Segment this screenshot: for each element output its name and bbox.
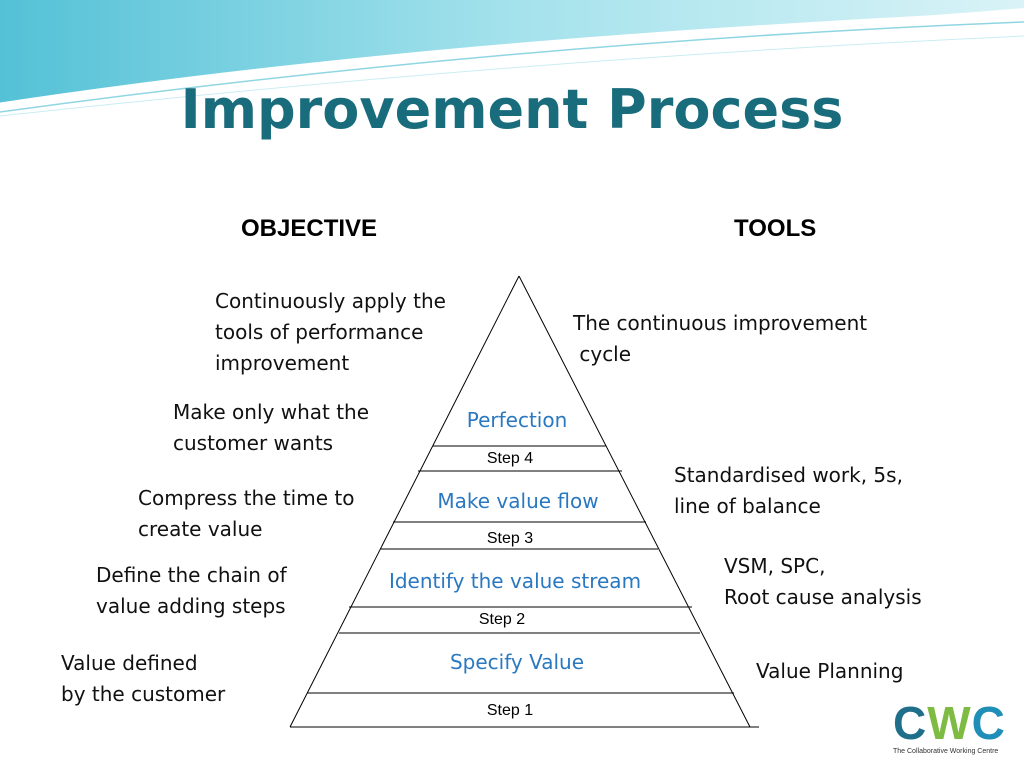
stage-specify-value: Specify Value	[449, 650, 585, 674]
tool-line: Value Planning	[756, 659, 904, 683]
tool-line: line of balance	[674, 494, 821, 518]
logo-mark: CWC	[893, 697, 1006, 749]
objective-line: Make only what the	[173, 400, 370, 424]
objective-line: Continuously apply the	[215, 289, 446, 313]
tool-standardised-work: Standardised work, 5s, line of balance	[674, 460, 903, 522]
objective-line: Define the chain of	[96, 563, 287, 587]
logo-subtitle: The Collaborative Working Centre	[893, 748, 999, 755]
objective-step-1: Value defined by the customer	[61, 648, 225, 710]
tool-line: Standardised work, 5s,	[674, 463, 903, 487]
tool-line: cycle	[573, 342, 632, 366]
tool-value-planning: Value Planning	[756, 656, 903, 687]
step-3-label: Step 3	[486, 530, 534, 547]
tool-line: Root cause analysis	[724, 585, 922, 609]
tool-line: The continuous improvement	[573, 311, 868, 335]
tools-column-header: TOOLS	[734, 215, 817, 242]
stage-perfection: Perfection	[466, 408, 568, 432]
objective-line: value adding steps	[96, 594, 286, 618]
objective-line: improvement	[215, 351, 350, 375]
step-1-label: Step 1	[486, 702, 534, 719]
page-title: Improvement Process	[180, 78, 844, 141]
objective-line: customer wants	[173, 431, 334, 455]
objective-column-header: OBJECTIVE	[241, 215, 378, 242]
tool-continuous-improvement: The continuous improvement cycle	[573, 308, 867, 370]
tool-line: VSM, SPC,	[724, 554, 826, 578]
objective-line: Value defined	[61, 651, 198, 675]
pyramid-right-edge	[518, 275, 751, 728]
step-4-label: Step 4	[486, 450, 534, 467]
objective-step-5: Continuously apply the tools of performa…	[215, 286, 446, 379]
objective-step-4: Make only what the customer wants	[173, 397, 369, 459]
cwc-logo: CWC The Collaborative Working Centre	[893, 700, 1018, 762]
objective-step-3: Compress the time to create value	[138, 483, 354, 545]
step-2-label: Step 2	[478, 611, 526, 628]
objective-line: tools of performance	[215, 320, 424, 344]
pyramid-left-edge	[289, 275, 520, 728]
objective-line: create value	[138, 517, 263, 541]
stage-identify-value-stream: Identify the value stream	[388, 569, 642, 593]
stage-make-value-flow: Make value flow	[437, 489, 599, 513]
objective-line: Compress the time to	[138, 486, 355, 510]
tool-vsm-spc: VSM, SPC, Root cause analysis	[724, 551, 922, 613]
header-wave-decoration	[0, 0, 1024, 117]
objective-step-2: Define the chain of value adding steps	[96, 560, 287, 622]
objective-line: by the customer	[61, 682, 226, 706]
